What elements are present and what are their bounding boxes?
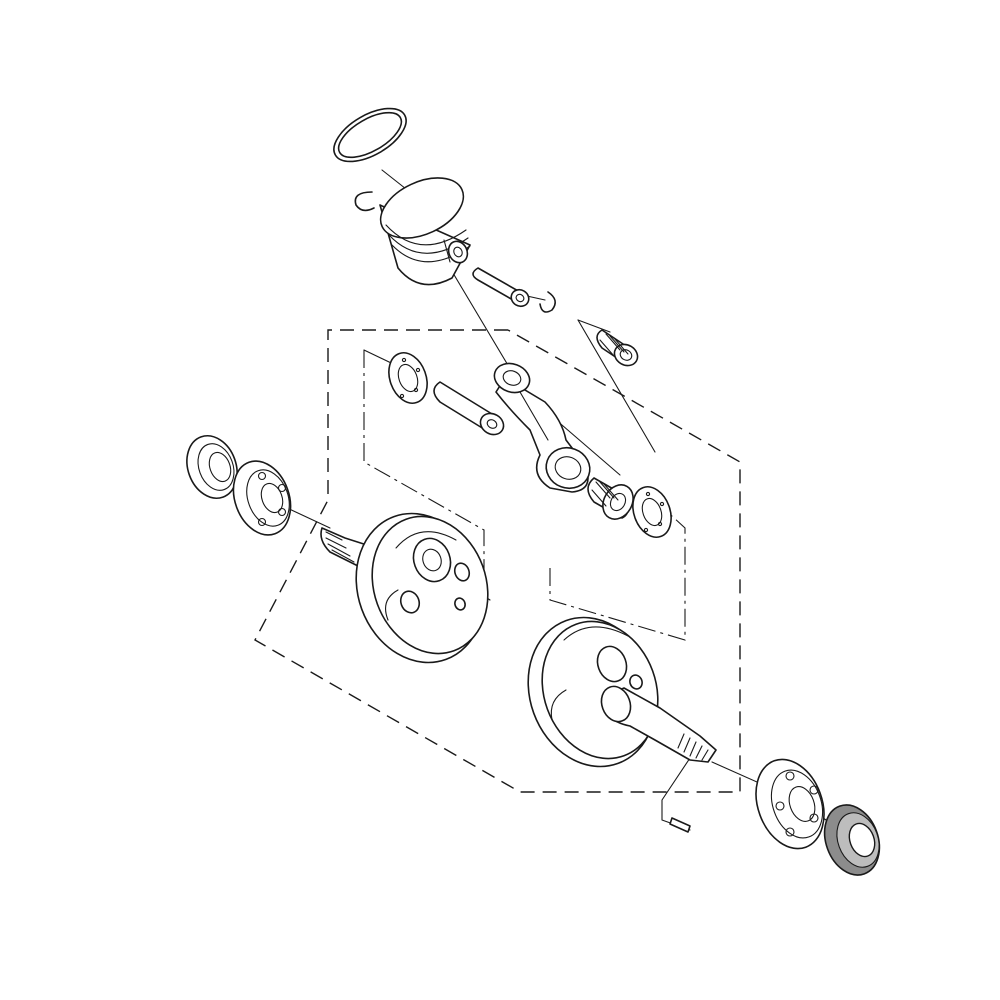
left-oil-seal [186,435,238,499]
piston-ring [333,107,407,163]
piston [379,177,471,286]
right-main-bearing [755,758,825,850]
connecting-rod [493,362,591,493]
crankshaft-assembly-outline [254,329,741,793]
left-crank-web [320,512,489,664]
piston-pin [472,267,530,308]
piston-pin-clip-left [354,191,375,212]
small-end-needle-bearing [596,329,639,367]
woodruff-key [669,817,691,833]
crank-pin [433,381,505,436]
thrust-washer-left [388,352,428,404]
piston-pin-clip-right [539,291,556,313]
big-end-needle-bearing [587,477,634,520]
right-oil-seal [823,804,881,876]
left-main-bearing [232,460,292,536]
right-crank-web [527,616,717,768]
thrust-washer-right [632,486,672,538]
